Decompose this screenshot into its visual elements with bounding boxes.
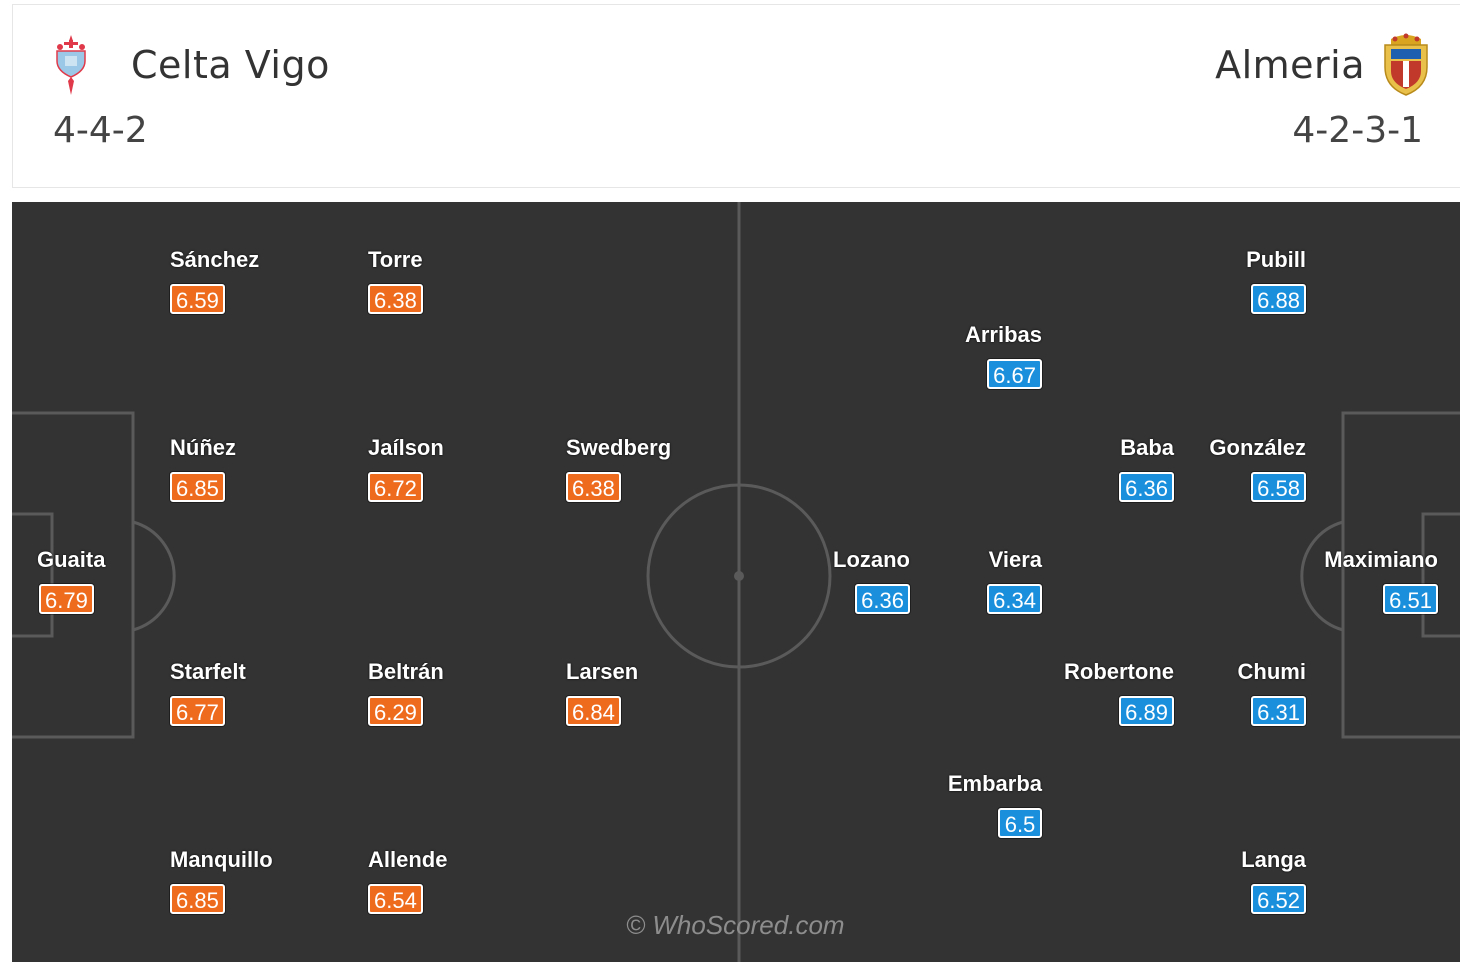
away-player[interactable]: Embarba 6.5	[912, 771, 1042, 841]
home-team-name[interactable]: Celta Vigo	[131, 43, 330, 87]
player-rating: 6.36	[1119, 472, 1174, 502]
away-formation: 4-2-3-1	[1292, 110, 1423, 151]
player-name: Torre	[368, 247, 423, 272]
player-name: Embarba	[947, 771, 1042, 796]
player-name: Larsen	[566, 659, 639, 684]
player-name: Viera	[988, 547, 1042, 572]
player-rating: 6.89	[1119, 696, 1174, 726]
home-player[interactable]: Larsen 6.84	[554, 659, 654, 729]
away-player[interactable]: Robertone 6.89	[1034, 659, 1174, 729]
player-rating: 6.67	[987, 359, 1042, 389]
player-rating: 6.51	[1383, 584, 1438, 614]
away-player[interactable]: Viera 6.34	[922, 547, 1042, 617]
player-name: Allende	[368, 847, 448, 872]
celta-vigo-crest-icon	[51, 31, 91, 97]
player-rating: 6.38	[368, 284, 423, 314]
home-player[interactable]: Manquillo 6.85	[158, 847, 278, 917]
away-player[interactable]: González 6.58	[1182, 435, 1306, 505]
player-name: Langa	[1241, 847, 1306, 872]
away-player[interactable]: Maximiano 6.51	[1298, 547, 1438, 617]
away-player[interactable]: Lozano 6.36	[790, 547, 910, 617]
whoscored-watermark: © WhoScored.com	[626, 910, 845, 940]
pitch-markings	[12, 202, 1460, 962]
player-name: Robertone	[1064, 659, 1174, 684]
home-player[interactable]: Swedberg 6.38	[554, 435, 674, 505]
player-name: Swedberg	[566, 435, 672, 460]
away-player[interactable]: Pubill 6.88	[1202, 247, 1306, 317]
player-rating: 6.59	[170, 284, 225, 314]
home-player[interactable]: Sánchez 6.59	[158, 247, 260, 317]
player-rating: 6.85	[170, 472, 225, 502]
player-rating: 6.36	[855, 584, 910, 614]
home-player[interactable]: Núñez 6.85	[158, 435, 258, 505]
player-name: Pubill	[1246, 247, 1306, 272]
player-name: González	[1209, 435, 1306, 460]
player-rating: 6.84	[566, 696, 621, 726]
away-player[interactable]: Arribas 6.67	[922, 322, 1042, 392]
away-player[interactable]: Langa 6.52	[1202, 847, 1306, 917]
almeria-crest-icon	[1381, 31, 1431, 97]
player-rating: 6.58	[1251, 472, 1306, 502]
home-formation: 4-4-2	[53, 110, 148, 151]
home-player[interactable]: Jaílson 6.72	[356, 435, 456, 505]
player-name: Baba	[1120, 435, 1174, 460]
away-player[interactable]: Baba 6.36	[1070, 435, 1174, 505]
player-rating: 6.85	[170, 884, 225, 914]
player-rating: 6.5	[998, 808, 1042, 838]
away-player[interactable]: Chumi 6.31	[1202, 659, 1306, 729]
player-rating: 6.34	[987, 584, 1042, 614]
home-player[interactable]: Beltrán 6.29	[356, 659, 456, 729]
player-rating: 6.38	[566, 472, 621, 502]
pitch: Sánchez 6.59 Torre 6.38 Núñez 6.85 Jaíls…	[12, 202, 1460, 962]
player-name: Arribas	[964, 322, 1042, 347]
player-rating: 6.88	[1251, 284, 1306, 314]
player-name: Jaílson	[368, 435, 444, 460]
player-name: Beltrán	[368, 659, 444, 684]
player-name: Sánchez	[170, 247, 260, 272]
home-player[interactable]: Torre 6.38	[356, 247, 456, 317]
player-rating: 6.77	[170, 696, 225, 726]
player-name: Guaita	[37, 547, 106, 572]
player-rating: 6.79	[39, 584, 94, 614]
away-team-name[interactable]: Almeria	[1215, 43, 1365, 87]
player-name: Starfelt	[170, 659, 246, 684]
home-player[interactable]: Guaita 6.79	[25, 547, 125, 617]
player-name: Chumi	[1237, 659, 1306, 684]
player-name: Manquillo	[170, 847, 273, 872]
player-rating: 6.54	[368, 884, 423, 914]
player-name: Lozano	[833, 547, 910, 572]
home-player[interactable]: Starfelt 6.77	[158, 659, 258, 729]
player-name: Núñez	[170, 435, 236, 460]
player-rating: 6.29	[368, 696, 423, 726]
player-rating: 6.52	[1251, 884, 1306, 914]
match-header: Celta Vigo 4-4-2 Almeria 4-2-3-1	[12, 4, 1460, 188]
player-rating: 6.31	[1251, 696, 1306, 726]
home-player[interactable]: Allende 6.54	[356, 847, 456, 917]
player-rating: 6.72	[368, 472, 423, 502]
player-name: Maximiano	[1324, 547, 1438, 572]
